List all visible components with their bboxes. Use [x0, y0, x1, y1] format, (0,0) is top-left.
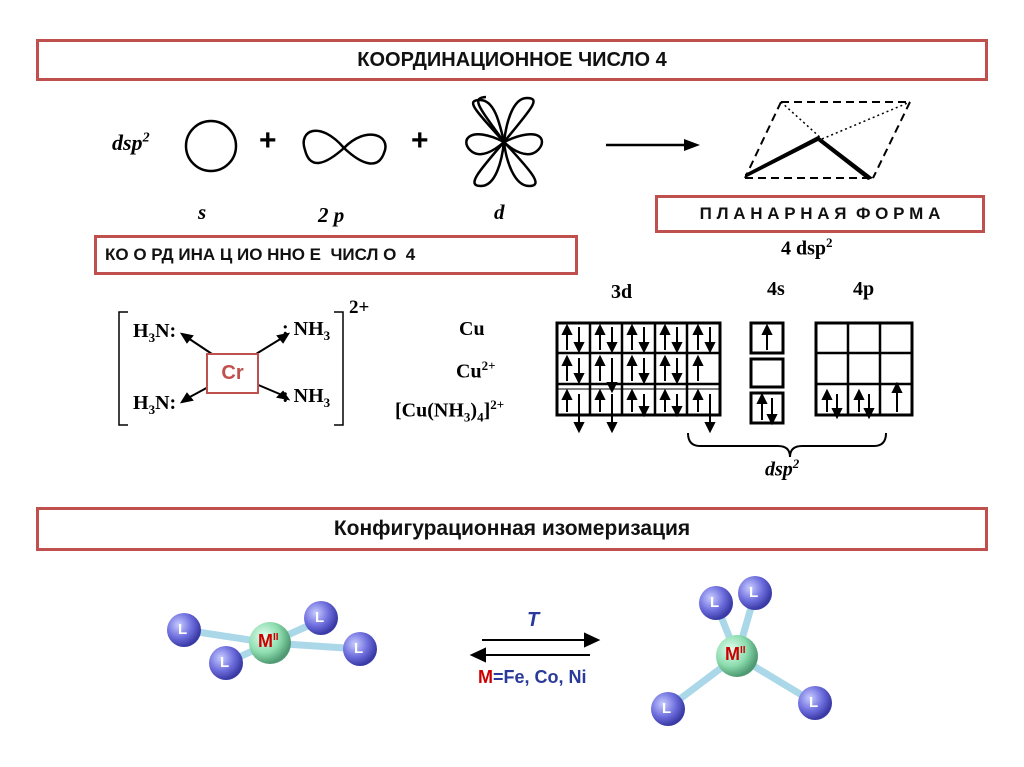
electron-arrows — [561, 323, 903, 434]
isomerization-title: Конфигурационная изомеризация — [333, 517, 691, 540]
header-title-box: КООРДИНАЦИОННОЕ ЧИСЛО 4 — [36, 39, 988, 81]
ligand-label: L — [662, 700, 672, 717]
s-orbital-shape — [184, 119, 238, 173]
hybrid-label: dsp2 — [112, 130, 150, 155]
central-atom-box: Cr — [206, 353, 259, 394]
orbital-grid-4s — [749, 321, 785, 425]
metal-label-left: MII — [258, 631, 279, 651]
planar-form-box: П Л А Н А Р Н А Я Ф О Р М А — [655, 195, 985, 233]
ligand-nh3-bottom: : NH3 — [282, 385, 331, 410]
plus-sign-1: + — [259, 124, 277, 157]
dsp2-brace — [687, 432, 887, 458]
orbital-label-4s: 4s — [767, 278, 785, 300]
dsp2-label: dsp2 — [765, 456, 800, 481]
left-molecule-atoms — [167, 601, 377, 680]
ion-complex: [Cu(NH3)4]2+ — [395, 397, 505, 425]
ligand-label: L — [315, 609, 325, 626]
subheader-title: КО О РД ИНА Ц ИО ННО Е ЧИСЛ О 4 — [105, 245, 416, 264]
header-title: КООРДИНАЦИОННОЕ ЧИСЛО 4 — [357, 48, 667, 71]
orbital-label-4p: 4p — [853, 278, 875, 300]
ligand-label: L — [809, 694, 819, 711]
d-orbital-shape — [465, 95, 544, 188]
ligand-h3n-bottom: H3N: — [133, 392, 177, 417]
p-orbital-shape — [302, 129, 387, 165]
complex-brackets — [118, 311, 344, 426]
complex-charge: 2+ — [349, 297, 370, 318]
central-atom-label: Cr — [221, 362, 244, 384]
orbital-grid-3d — [555, 321, 722, 417]
ligand-label: L — [710, 594, 720, 611]
equilibrium-arrows — [469, 632, 601, 663]
ligand-label: L — [220, 654, 230, 671]
p-orbital-label: 2 p — [318, 203, 345, 227]
subheader-box: КО О РД ИНА Ц ИО ННО Е ЧИСЛ О 4 — [94, 235, 578, 275]
temperature-label: T — [527, 609, 540, 631]
plus-sign-2: + — [411, 124, 429, 157]
ligand-nh3-top: : NH3 — [282, 318, 331, 343]
right-molecule-atoms — [651, 576, 832, 726]
planar-form-title: П Л А Н А Р Н А Я Ф О Р М А — [699, 204, 941, 223]
isomerization-title-box: Конфигурационная изомеризация — [36, 507, 988, 551]
d-orbital-label: d — [494, 200, 505, 224]
planar-hyb-label: 4 dsp2 — [781, 235, 833, 260]
complex-bonds — [179, 332, 291, 404]
reaction-arrow — [606, 139, 700, 151]
ion-cu2: Cu2+ — [456, 358, 496, 383]
planar-shape-figure — [744, 101, 911, 180]
metal-label-right: MII — [725, 644, 746, 664]
ligand-label: L — [749, 584, 759, 601]
ligand-h3n-top: H3N: — [133, 320, 177, 345]
ion-cu: Cu — [459, 318, 485, 340]
metals-label: M=Fe, Co, Ni — [478, 667, 587, 687]
ligand-label: L — [354, 640, 364, 657]
orbital-grid-4p — [814, 321, 914, 417]
orbital-label-3d: 3d — [611, 281, 633, 303]
ligand-label: L — [178, 621, 188, 638]
s-orbital-label: s — [198, 200, 207, 224]
